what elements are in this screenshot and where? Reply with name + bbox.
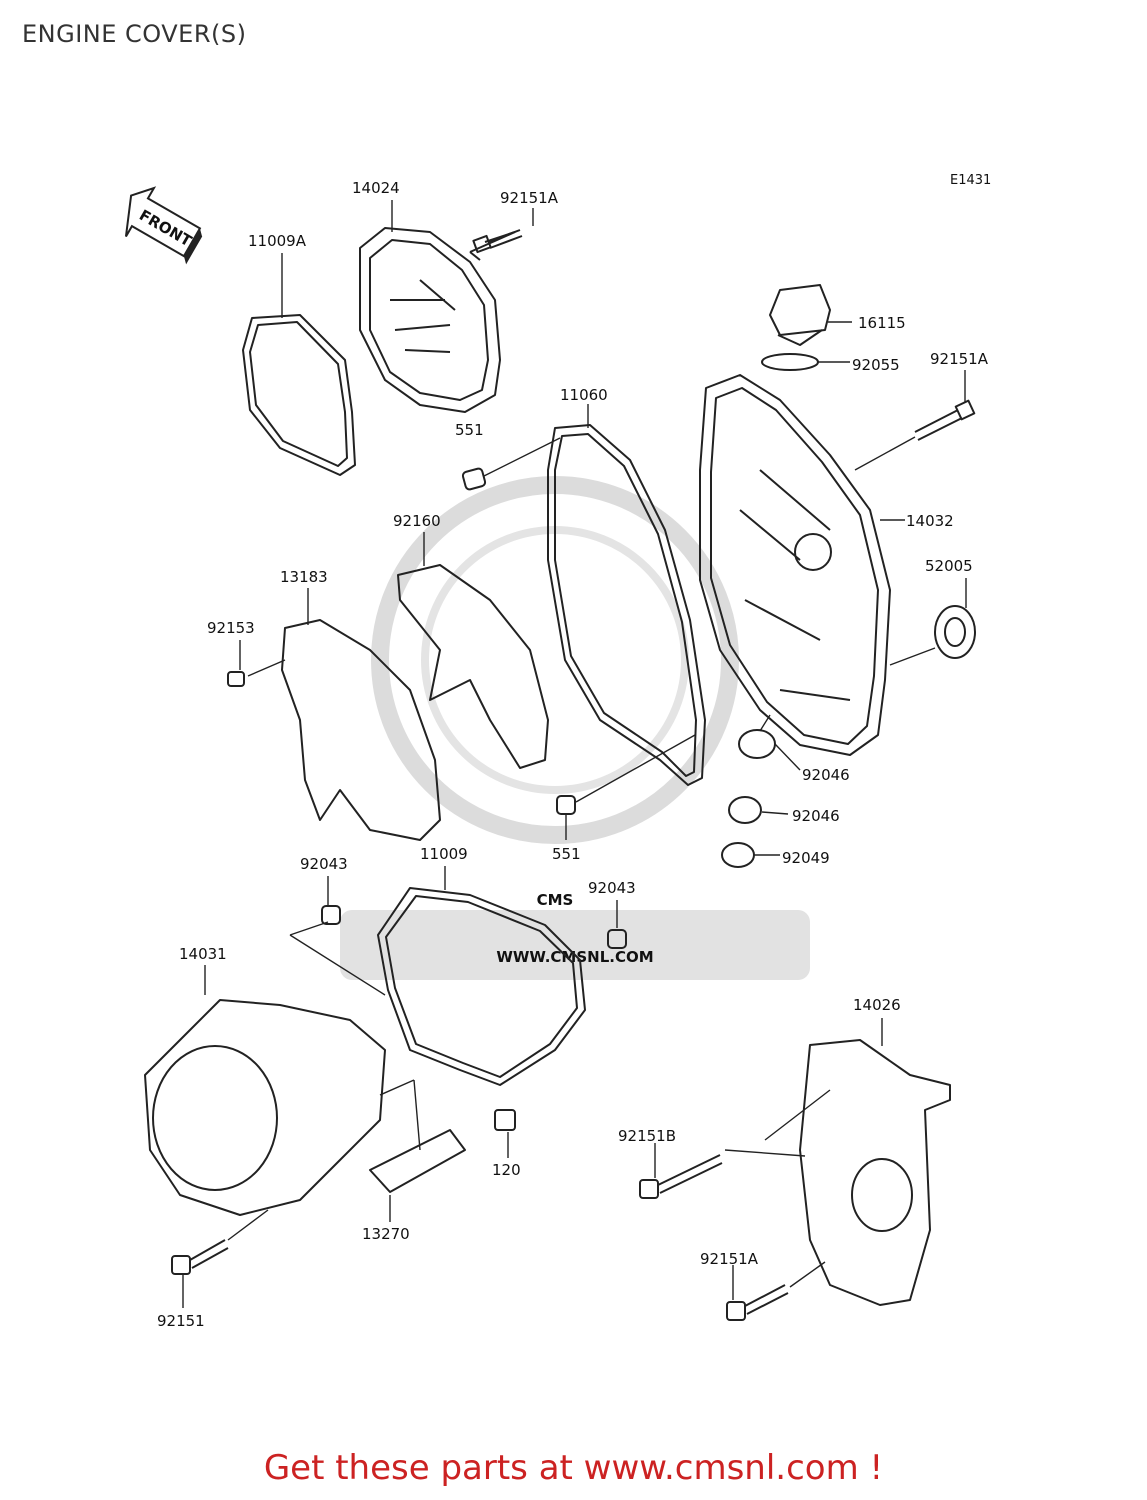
footer-link-text[interactable]: Get these parts at www.cmsnl.com ! — [263, 1448, 884, 1488]
part-92151b-bolt-head — [639, 1179, 659, 1199]
part-92151-bolt-head — [171, 1255, 191, 1275]
part-label: 13183 — [280, 568, 328, 586]
part-label: 16115 — [858, 314, 906, 332]
part-92160-plate — [397, 564, 549, 769]
part-label: 92151A — [500, 189, 559, 207]
watermark-url-text: WWW.CMSNL.COM — [496, 948, 653, 966]
part-551-dowel-bottom — [556, 795, 576, 815]
part-92043-dowel-left — [321, 905, 341, 925]
part-14026-cover-hole — [851, 1158, 913, 1232]
part-92151a-bolt-bottom-shank — [744, 1284, 789, 1315]
part-14031-cover-face — [152, 1045, 278, 1191]
page-title: ENGINE COVER(S) — [22, 20, 247, 48]
part-11009a-gasket-inner — [249, 321, 348, 467]
part-label: 92055 — [852, 356, 900, 374]
part-92049-seal — [721, 842, 755, 868]
part-label: 11060 — [560, 386, 608, 404]
part-11009-gasket — [377, 887, 586, 1086]
watermark: CMS WWW.CMSNL.COM — [340, 476, 810, 980]
part-label: 92046 — [802, 766, 850, 784]
footer-banner[interactable]: Get these parts at www.cmsnl.com ! — [0, 1448, 1147, 1488]
part-11009-gasket-inner — [385, 895, 578, 1078]
part-label: 11009 — [420, 845, 468, 863]
part-13183-plate — [281, 619, 441, 841]
part-label: 551 — [552, 845, 581, 863]
part-14024-cover-rim — [369, 239, 489, 401]
front-arrow: FRONT — [124, 186, 203, 265]
part-92043-dowel-right — [607, 929, 627, 949]
part-label: 92151A — [930, 350, 989, 368]
part-92055-oring — [761, 353, 819, 371]
part-16115-cap — [769, 284, 831, 336]
part-label: 92160 — [393, 512, 441, 530]
part-14032-cover — [699, 374, 891, 756]
part-92046-bearing-b — [728, 796, 762, 824]
part-label: 13270 — [362, 1225, 410, 1243]
part-52005-seal — [934, 605, 976, 659]
part-92151-bolt-shank — [189, 1239, 229, 1269]
watermark-logo-text: CMS — [537, 891, 574, 909]
part-16115-cap-thread — [777, 329, 823, 346]
part-label: 92151A — [700, 1250, 759, 1268]
part-92151a-bolt-right-shank — [914, 409, 963, 441]
part-120-bolt — [494, 1109, 516, 1131]
part-labels: 14024 92151A 11009A 16115 92055 92151A 1… — [157, 179, 989, 1330]
part-label: 14026 — [853, 996, 901, 1014]
part-label: 120 — [492, 1161, 521, 1179]
watermark-url-band — [340, 910, 810, 980]
part-label: 92153 — [207, 619, 255, 637]
part-14032-boss — [794, 533, 832, 571]
part-label: 11009A — [248, 232, 307, 250]
part-92151a-bolt-bottom-head — [726, 1301, 746, 1321]
part-label: 92151 — [157, 1312, 205, 1330]
part-52005-seal-inner — [944, 617, 966, 647]
front-arrow-shadow — [183, 228, 203, 265]
part-14032-ribs — [739, 469, 851, 701]
part-92151a-bolt-right-head — [954, 399, 976, 421]
part-label: 92151B — [618, 1127, 676, 1145]
part-label: 52005 — [925, 557, 973, 575]
leader-lines — [182, 200, 967, 1308]
part-label: 92043 — [300, 855, 348, 873]
part-92046-bearing-a — [738, 729, 776, 759]
part-label: 551 — [455, 421, 484, 439]
part-11060-gasket-inner — [554, 433, 697, 777]
part-label: 14031 — [179, 945, 227, 963]
part-13270-bracket — [369, 1129, 466, 1193]
diagram-code: E1431 — [950, 173, 991, 188]
part-label: 92046 — [792, 807, 840, 825]
part-14026-cover — [799, 1039, 951, 1306]
part-14024-cover — [359, 227, 501, 413]
part-label: 92043 — [588, 879, 636, 897]
part-14031-cover — [144, 999, 386, 1216]
parts — [144, 227, 976, 1321]
part-11060-gasket — [547, 424, 706, 786]
part-label: 92049 — [782, 849, 830, 867]
part-label: 14024 — [352, 179, 400, 197]
part-14032-cover-rim — [710, 387, 879, 745]
part-92153-screw — [227, 671, 245, 687]
part-92151b-bolt-shank — [657, 1154, 723, 1194]
part-11009a-gasket — [242, 314, 356, 476]
part-551-dowel-top — [461, 467, 487, 491]
part-92151a-bolt-top-shank — [487, 229, 523, 249]
part-14024-fins — [390, 279, 456, 353]
part-label: 14032 — [906, 512, 954, 530]
